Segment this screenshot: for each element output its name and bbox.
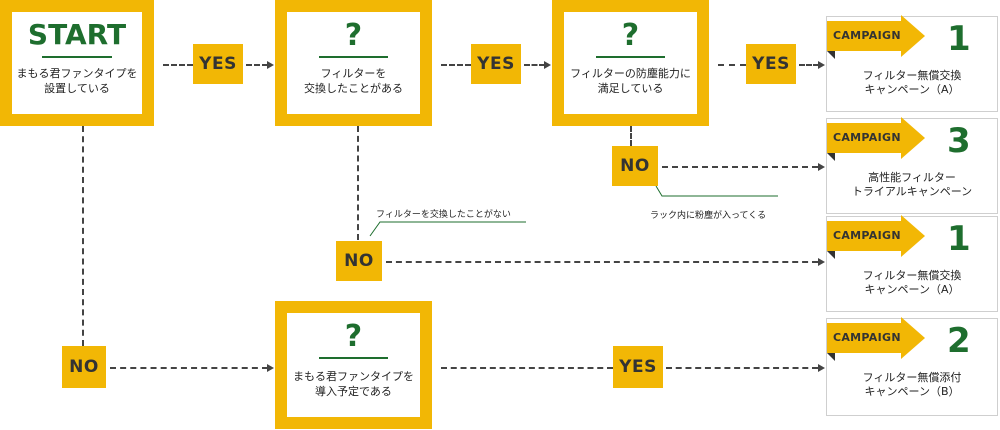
arrow-head-icon xyxy=(818,258,825,266)
campaign-flag xyxy=(827,123,901,153)
arrow-head-icon xyxy=(267,364,274,372)
connector-line xyxy=(799,64,819,66)
arrow-head-icon xyxy=(818,364,825,372)
start-text-line2: 設置している xyxy=(44,82,110,95)
q3-text-line2: 導入予定である xyxy=(315,385,392,398)
question-underline xyxy=(319,56,388,58)
campaign-number: 3 xyxy=(947,121,971,161)
campaign-flag-fold xyxy=(827,51,835,59)
no-label: NO xyxy=(62,346,106,388)
campaign-line2: トライアルキャンペーン xyxy=(851,185,973,198)
connector-line xyxy=(386,261,818,263)
note-never-exchanged: フィルターを交換したことがない xyxy=(376,210,511,220)
connector-line xyxy=(662,166,818,168)
start-underline xyxy=(42,56,112,58)
yes-label: YES xyxy=(471,44,521,84)
yes-label: YES xyxy=(613,346,663,388)
no-label: NO xyxy=(336,241,382,281)
start-text-line1: まもる君ファンタイプを xyxy=(16,67,138,80)
campaign-flag-tip xyxy=(901,317,925,359)
arrow-head-icon xyxy=(267,61,274,69)
campaign-line1: フィルター無償添付 xyxy=(862,371,962,384)
question-box-filter-exchanged: ? フィルターを 交換したことがある xyxy=(275,0,432,126)
q3-text-line1: まもる君ファンタイプを xyxy=(293,370,414,383)
campaign-line1: フィルター無償交換 xyxy=(862,269,962,282)
connector-line xyxy=(441,367,613,369)
arrow-head-icon xyxy=(818,163,825,171)
campaign-flag-label: CAMPAIGN xyxy=(833,229,901,242)
question-box-planning-install: ? まもる君ファンタイプを 導入予定である xyxy=(275,301,432,429)
campaign-flag xyxy=(827,21,901,51)
campaign-number: 2 xyxy=(947,321,971,361)
note-callout-line xyxy=(655,186,778,197)
connector-line xyxy=(110,367,268,369)
start-title: START xyxy=(27,18,127,51)
note-callout-line xyxy=(369,221,526,237)
connector-line xyxy=(666,367,818,369)
question-mark: ? xyxy=(344,319,363,354)
campaign-flag-tip xyxy=(901,117,925,159)
campaign-line1: フィルター無償交換 xyxy=(862,69,962,82)
campaign-card-2: CAMPAIGN 2 フィルター無償添付 キャンペーン（B） xyxy=(826,317,998,416)
campaign-line2: キャンペーン（A） xyxy=(864,283,960,296)
arrow-head-icon xyxy=(544,61,551,69)
campaign-line2: キャンペーン（A） xyxy=(864,83,960,96)
campaign-flag xyxy=(827,221,901,251)
connector-line xyxy=(630,126,632,146)
campaign-description: フィルター無償添付 キャンペーン（B） xyxy=(827,371,997,399)
q1-text-line1: フィルターを xyxy=(320,67,387,80)
campaign-card-1a: CAMPAIGN 1 フィルター無償交換 キャンペーン（A） xyxy=(826,15,998,112)
q2-text-line1: フィルターの防塵能力に xyxy=(570,67,691,80)
campaign-flag-fold xyxy=(827,353,835,361)
question-underline xyxy=(596,56,665,58)
campaign-flag-tip xyxy=(901,215,925,257)
campaign-card-1b: CAMPAIGN 1 フィルター無償交換 キャンペーン（A） xyxy=(826,215,998,312)
campaign-description: フィルター無償交換 キャンペーン（A） xyxy=(827,69,997,97)
yes-label: YES xyxy=(746,44,796,84)
question-mark: ? xyxy=(621,18,640,53)
q1-text-line2: 交換したことがある xyxy=(304,82,403,95)
connector-line xyxy=(357,126,359,240)
yes-label: YES xyxy=(193,44,243,84)
q2-text-line2: 満足している xyxy=(597,82,664,95)
no-label: NO xyxy=(612,146,658,186)
start-box: START まもる君ファンタイプを 設置している xyxy=(0,0,154,126)
campaign-flag-label: CAMPAIGN xyxy=(833,131,901,144)
campaign-number: 1 xyxy=(947,219,971,259)
campaign-flag-label: CAMPAIGN xyxy=(833,29,901,42)
campaign-number: 1 xyxy=(947,19,971,59)
campaign-line1: 高性能フィルター xyxy=(868,171,956,184)
campaign-description: フィルター無償交換 キャンペーン（A） xyxy=(827,269,997,297)
campaign-flag-label: CAMPAIGN xyxy=(833,331,901,344)
question-mark: ? xyxy=(344,18,363,53)
question-underline xyxy=(319,357,388,359)
campaign-flag-fold xyxy=(827,251,835,259)
campaign-flag-tip xyxy=(901,15,925,57)
campaign-description: 高性能フィルター トライアルキャンペーン xyxy=(827,171,997,199)
campaign-card-3: CAMPAIGN 3 高性能フィルター トライアルキャンペーン xyxy=(826,117,998,214)
connector-line xyxy=(163,64,193,66)
connector-line xyxy=(524,64,545,66)
question-box-filter-satisfied: ? フィルターの防塵能力に 満足している xyxy=(552,0,709,126)
connector-line xyxy=(82,126,84,346)
connector-line xyxy=(718,64,746,66)
campaign-flag xyxy=(827,323,901,353)
connector-line xyxy=(246,64,268,66)
connector-line xyxy=(441,64,471,66)
campaign-line2: キャンペーン（B） xyxy=(864,385,960,398)
arrow-head-icon xyxy=(818,61,825,69)
campaign-flag-fold xyxy=(827,153,835,161)
note-dust-enters-rack: ラック内に粉塵が入ってくる xyxy=(650,211,767,221)
